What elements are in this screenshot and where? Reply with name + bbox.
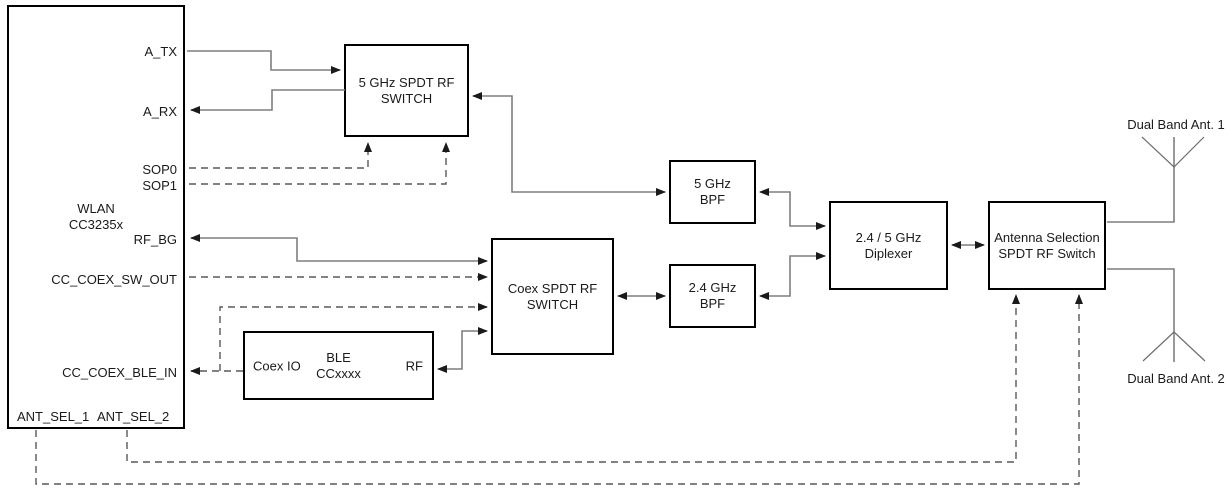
5ghz-switch-label-line2: SWITCH — [380, 90, 433, 106]
pin-sop1: SOP1 — [142, 178, 177, 193]
pin-ant-sel-2: ANT_SEL_2 — [97, 409, 170, 424]
ble-ccxxxx-block: Coex IO BLE CCxxxx RF — [243, 331, 434, 400]
antenna-switch-label-line2: SPDT RF Switch — [998, 245, 1096, 261]
wire-rf-bg-to-coex-switch — [190, 234, 488, 265]
wire-5ghz-bpf-to-diplexer — [759, 188, 826, 230]
antenna-selection-switch-block: Antenna Selection SPDT RF Switch — [988, 201, 1106, 290]
wire-sop0-to-5ghz-switch — [189, 142, 372, 169]
coex-spdt-rf-switch-block: Coex SPDT RF SWITCH — [491, 238, 614, 355]
dual-band-ant-1-label: Dual Band Ant. 1 — [1127, 117, 1225, 132]
antenna-2-icon — [1142, 331, 1206, 362]
wire-5ghz-switch-to-5ghz-bpf — [472, 92, 666, 196]
wire-a-tx-to-5ghz-switch — [187, 50, 341, 74]
5ghz-bpf-label-line2: BPF — [699, 192, 726, 207]
wire-antenna-switch-to-ant2 — [1107, 268, 1175, 362]
wire-antenna-switch-to-ant1 — [1107, 137, 1175, 223]
2-4ghz-bpf-label-line2: BPF — [699, 296, 726, 311]
pin-rf-bg: RF_BG — [133, 232, 177, 247]
wlan-title-line1: WLAN — [77, 201, 115, 216]
5ghz-bpf-label-line1: 5 GHz — [694, 176, 731, 191]
wire-5ghz-switch-to-a-rx — [190, 89, 345, 114]
diplexer-label-line1: 2.4 / 5 GHz — [855, 229, 922, 245]
wire-sop1-to-5ghz-switch — [189, 142, 450, 185]
5ghz-switch-label-line1: 5 GHz SPDT RF — [358, 74, 455, 90]
ble-title-line2: CCxxxx — [316, 365, 361, 381]
pin-a-rx: A_RX — [143, 104, 177, 119]
wlan-block-title: WLAN CC3235x — [9, 201, 183, 233]
pin-cc-coex-ble-in: CC_COEX_BLE_IN — [62, 365, 177, 380]
2-4ghz-bpf-block: 2.4 GHz BPF — [669, 264, 756, 328]
diplexer-block: 2.4 / 5 GHz Diplexer — [829, 201, 948, 290]
wire-ble-rf-to-coex-switch — [437, 327, 488, 373]
ble-title-line1: BLE — [326, 349, 351, 365]
pin-cc-coex-sw-out: CC_COEX_SW_OUT — [51, 272, 177, 287]
diplexer-label-line2: Diplexer — [864, 245, 913, 261]
5ghz-bpf-block: 5 GHz BPF — [669, 160, 756, 224]
ble-pin-rf: RF — [405, 358, 423, 373]
wire-2-4ghz-bpf-to-diplexer — [759, 252, 826, 300]
pin-a-tx: A_TX — [144, 44, 177, 59]
wlan-cc3235x-block: WLAN CC3235x A_TX A_RX SOP0 SOP1 RF_BG C… — [7, 5, 185, 429]
wlan-title-line2: CC3235x — [68, 217, 124, 232]
coex-switch-label-line2: SWITCH — [526, 296, 579, 312]
pin-ant-sel-1: ANT_SEL_1 — [17, 409, 90, 424]
dual-band-ant-2-label: Dual Band Ant. 2 — [1127, 371, 1225, 386]
2-4ghz-bpf-label-line1: 2.4 GHz — [688, 280, 737, 295]
coex-switch-label-line1: Coex SPDT RF — [507, 280, 598, 296]
pin-sop0: SOP0 — [142, 162, 177, 177]
antenna-1-icon — [1141, 136, 1205, 168]
antenna-switch-label-line1: Antenna Selection — [994, 229, 1100, 245]
5ghz-spdt-rf-switch-block: 5 GHz SPDT RF SWITCH — [344, 44, 469, 137]
ble-block-title: BLE CCxxxx — [245, 350, 432, 382]
